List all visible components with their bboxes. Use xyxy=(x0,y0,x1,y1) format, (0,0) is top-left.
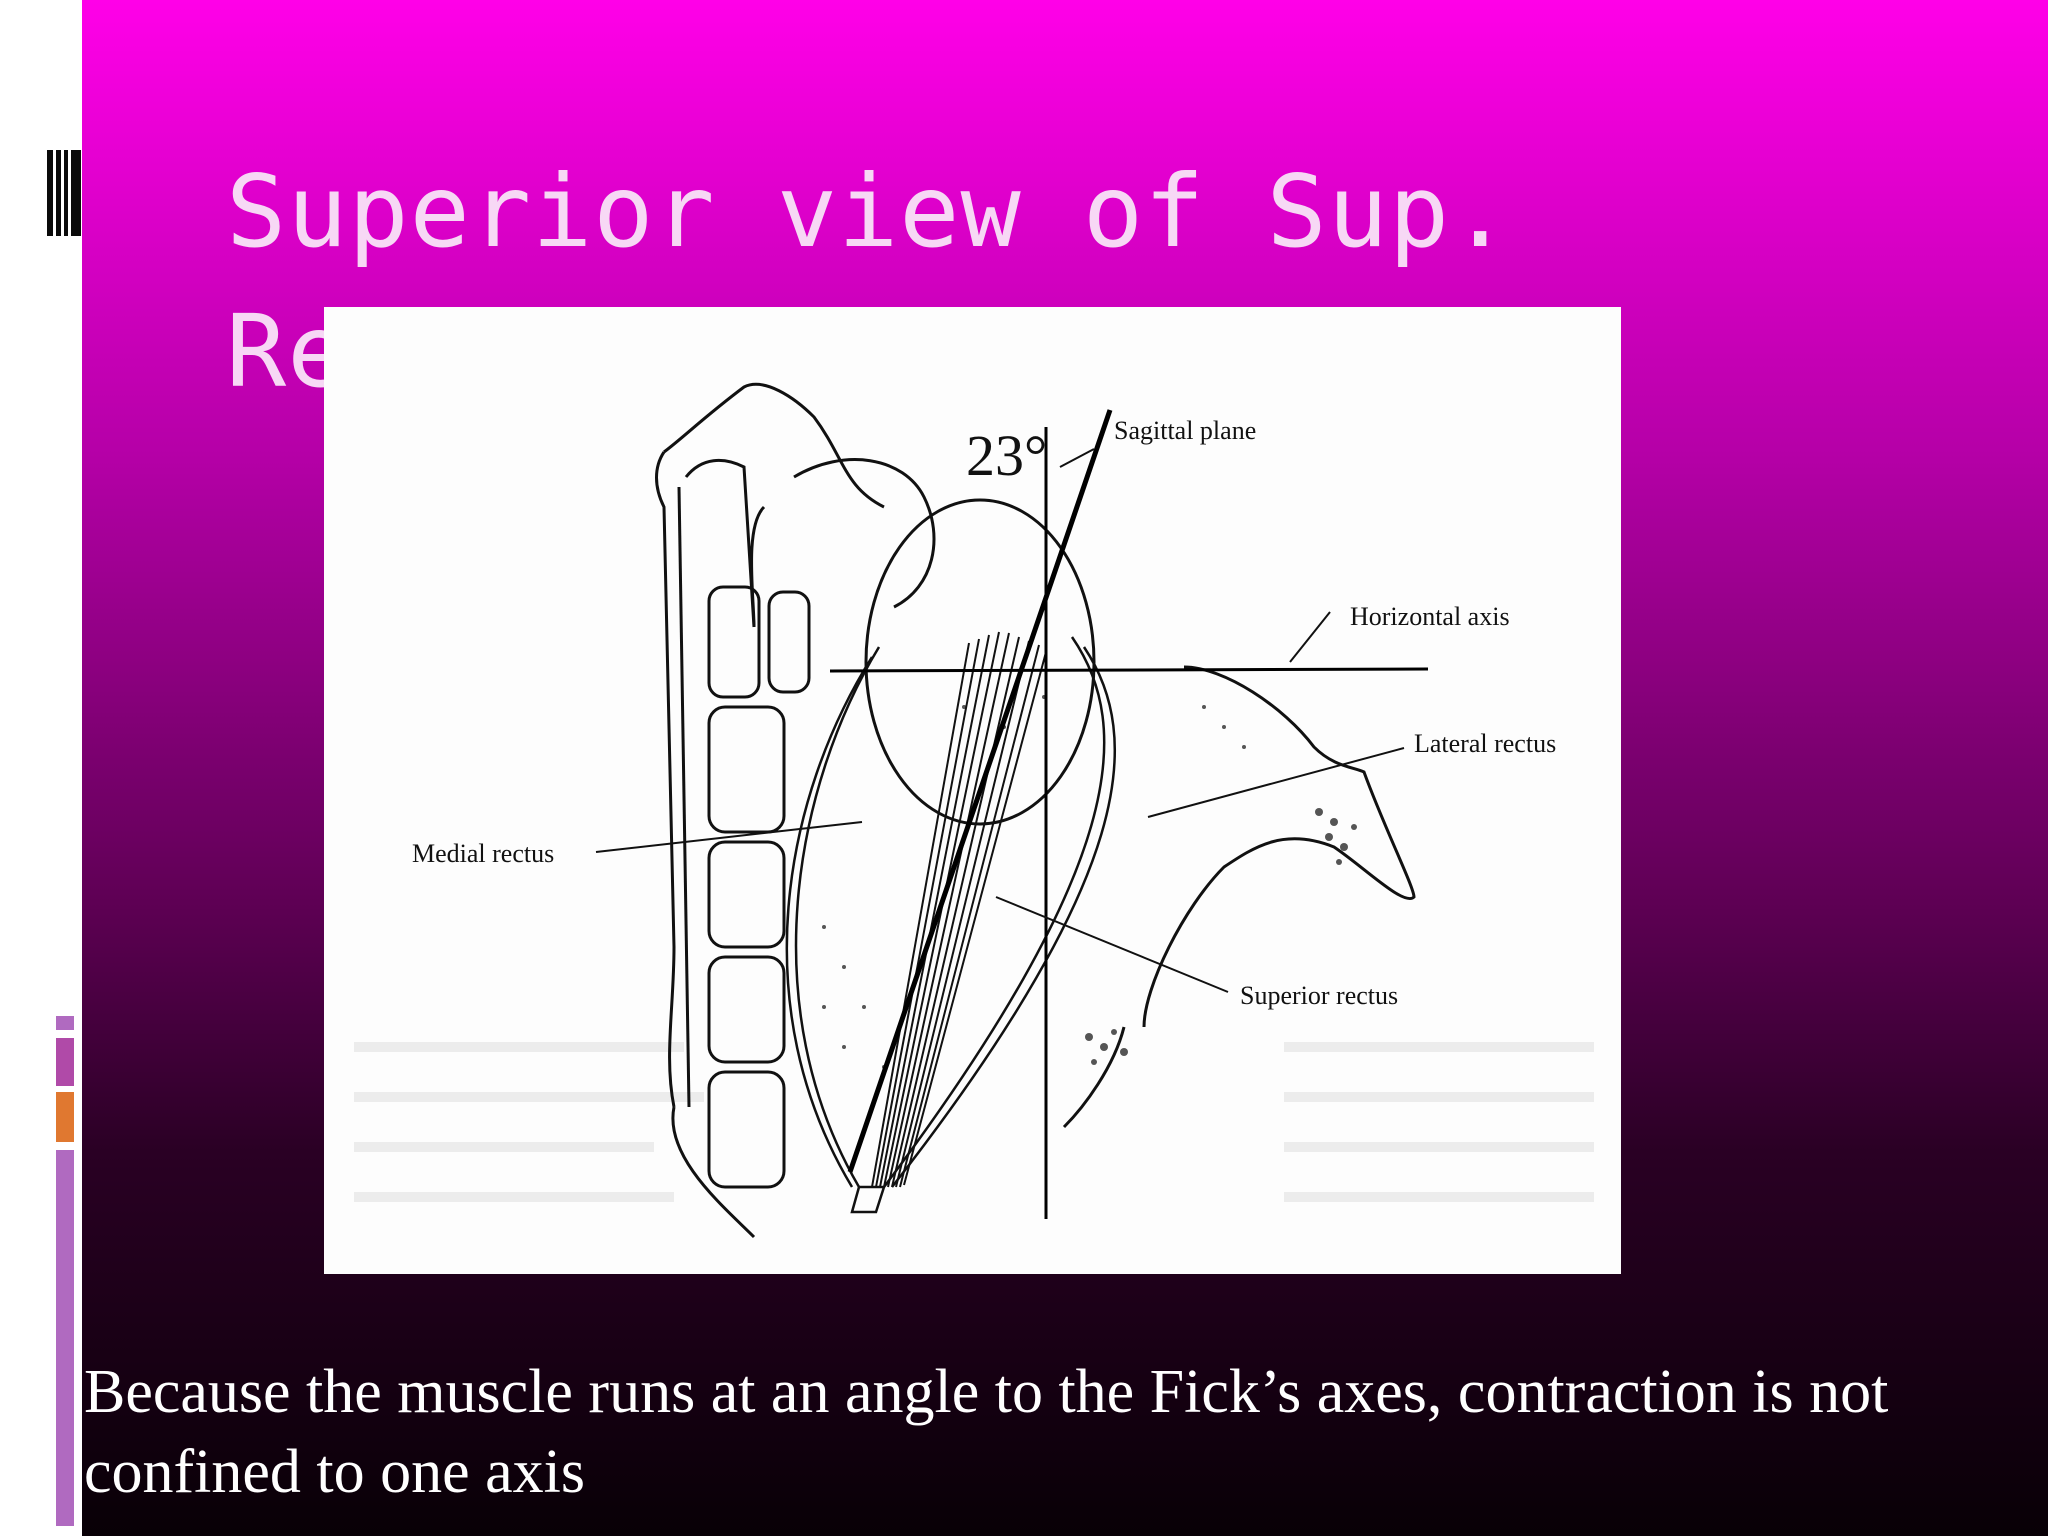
muscle-bundles xyxy=(785,636,1117,1214)
eyeball xyxy=(864,498,1096,826)
leader-lines xyxy=(595,448,1405,993)
horizontal-axis-label: Horizontal axis xyxy=(1350,602,1510,631)
superior-rectus-label: Superior rectus xyxy=(1240,981,1398,1010)
anatomy-figure: 23° Sagittal plane Horizontal axis Later… xyxy=(324,307,1621,1274)
lateral-orbital-wall xyxy=(1062,665,1416,1129)
figure-labels: 23° Sagittal plane Horizontal axis Later… xyxy=(412,416,1556,1010)
lateral-rectus-label: Lateral rectus xyxy=(1414,729,1556,758)
ethmoid-cells xyxy=(707,585,811,1189)
reference-axes xyxy=(829,409,1429,1219)
horizontal-axis-line xyxy=(829,667,1429,673)
decor-bars-top xyxy=(47,150,81,236)
stipple xyxy=(822,695,1357,1069)
sagittal-plane-line xyxy=(847,409,1113,1173)
decor-bars-bottom xyxy=(56,1016,74,1526)
orbit-diagram: 23° Sagittal plane Horizontal axis Later… xyxy=(354,382,1594,1239)
medial-rectus-label: Medial rectus xyxy=(412,839,554,868)
medial-orbital-wall xyxy=(655,382,936,1239)
slide-caption: Because the muscle runs at an angle to t… xyxy=(84,1358,1889,1506)
angle-label: 23° xyxy=(966,423,1047,488)
superior-rectus-fibers xyxy=(871,631,1047,1188)
sagittal-plane-label: Sagittal plane xyxy=(1114,416,1256,445)
